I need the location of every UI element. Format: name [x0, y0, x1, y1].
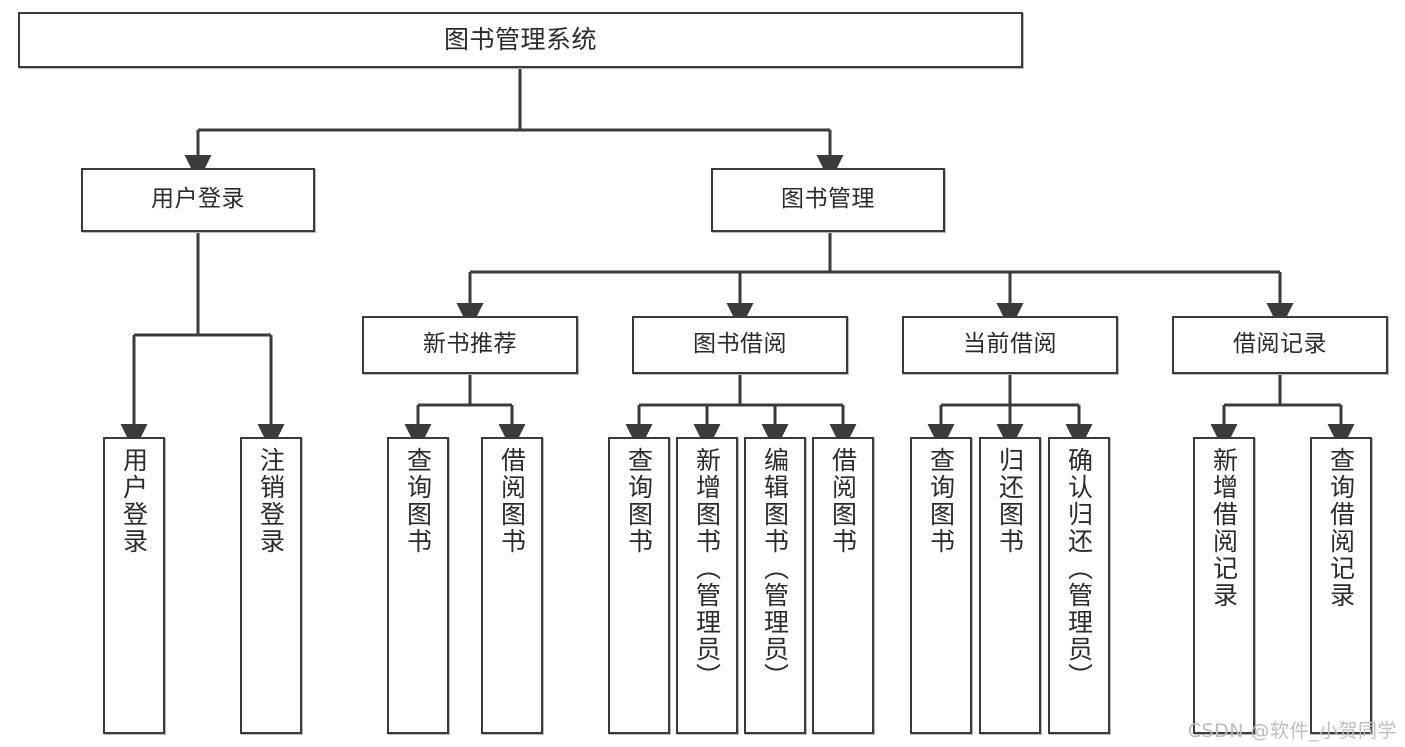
node-borrow-record-label: 借阅记录 — [1233, 331, 1327, 358]
node-leaf-edit-book-admin-label: 编辑图书（管理员） — [760, 447, 790, 690]
node-leaf-query-borrow-record[interactable]: 查询借阅记录 — [1310, 437, 1372, 734]
node-leaf-logout-login-label: 注销登录 — [256, 447, 286, 555]
node-book-borrow-label: 图书借阅 — [693, 331, 787, 358]
csdn-watermark: CSDN @软件_小贺同学 — [1187, 720, 1397, 742]
node-leaf-borrow-book-2-label: 借阅图书 — [828, 447, 858, 555]
node-borrow-record[interactable]: 借阅记录 — [1172, 316, 1388, 374]
node-root[interactable]: 图书管理系统 — [18, 12, 1023, 68]
node-leaf-add-book-admin-label: 新增图书（管理员） — [692, 447, 722, 690]
node-leaf-query-book-3[interactable]: 查询图书 — [910, 437, 972, 734]
node-user-login-label: 用户登录 — [151, 186, 245, 213]
node-leaf-return-book-label: 归还图书 — [995, 447, 1025, 555]
node-book-management[interactable]: 图书管理 — [711, 168, 945, 232]
node-book-borrow[interactable]: 图书借阅 — [632, 316, 848, 374]
node-leaf-query-borrow-record-label: 查询借阅记录 — [1326, 447, 1356, 609]
node-leaf-query-book-2-label: 查询图书 — [624, 447, 654, 555]
node-new-book-recommend-label: 新书推荐 — [423, 331, 517, 358]
node-leaf-user-login-label: 用户登录 — [119, 447, 149, 555]
node-user-login[interactable]: 用户登录 — [81, 168, 315, 232]
node-leaf-confirm-return-admin[interactable]: 确认归还（管理员） — [1048, 437, 1110, 734]
node-leaf-borrow-book-1[interactable]: 借阅图书 — [481, 437, 543, 734]
node-leaf-confirm-return-admin-label: 确认归还（管理员） — [1064, 447, 1094, 690]
node-leaf-add-borrow-record-label: 新增借阅记录 — [1209, 447, 1239, 609]
node-leaf-query-book-3-label: 查询图书 — [926, 447, 956, 555]
node-leaf-query-book-2[interactable]: 查询图书 — [608, 437, 670, 734]
node-new-book-recommend[interactable]: 新书推荐 — [362, 316, 578, 374]
node-leaf-query-book-1-label: 查询图书 — [403, 447, 433, 555]
node-leaf-add-book-admin[interactable]: 新增图书（管理员） — [676, 437, 738, 734]
node-leaf-edit-book-admin[interactable]: 编辑图书（管理员） — [744, 437, 806, 734]
node-current-borrow-label: 当前借阅 — [963, 331, 1057, 358]
node-leaf-return-book[interactable]: 归还图书 — [979, 437, 1041, 734]
node-leaf-borrow-book-1-label: 借阅图书 — [497, 447, 527, 555]
node-leaf-logout-login[interactable]: 注销登录 — [240, 437, 302, 734]
node-leaf-add-borrow-record[interactable]: 新增借阅记录 — [1193, 437, 1255, 734]
node-root-label: 图书管理系统 — [443, 25, 597, 55]
node-leaf-query-book-1[interactable]: 查询图书 — [387, 437, 449, 734]
node-leaf-user-login[interactable]: 用户登录 — [103, 437, 165, 734]
node-book-management-label: 图书管理 — [781, 186, 875, 213]
node-leaf-borrow-book-2[interactable]: 借阅图书 — [812, 437, 874, 734]
node-current-borrow[interactable]: 当前借阅 — [902, 316, 1118, 374]
